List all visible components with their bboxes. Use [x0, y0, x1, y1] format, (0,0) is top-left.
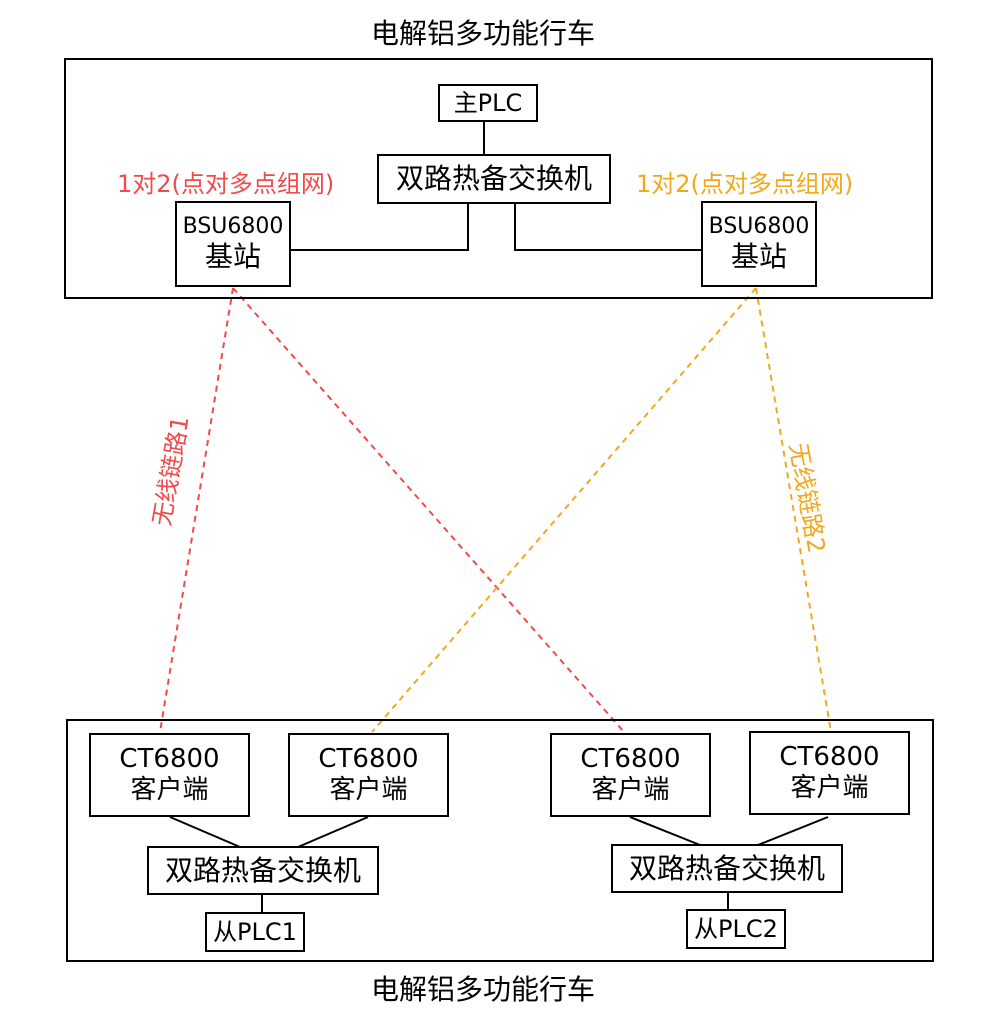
master-plc-box: 主PLC: [438, 84, 538, 122]
wireless-link1-to-client1: [159, 287, 234, 733]
client-2-model: CT6800: [318, 743, 419, 774]
top-switch-box: 双路热备交换机: [377, 154, 611, 204]
note-right: 1对2(点对多点组网): [636, 170, 854, 198]
top-switch-label: 双路热备交换机: [395, 162, 592, 196]
wire-client3-to-switch-right: [629, 816, 701, 846]
wire-switch-to-left-base: [290, 203, 469, 251]
base-station-left: BSU6800 基站: [175, 201, 291, 287]
client-3-label: 客户端: [591, 775, 670, 805]
slave-plc2-box: 从PLC2: [686, 909, 786, 949]
top-crane-frame: [64, 58, 933, 299]
bottom-switch-left: 双路热备交换机: [147, 846, 379, 895]
bottom-crane-frame: [66, 719, 934, 962]
client-box-2: CT6800 客户端: [288, 733, 449, 817]
wire-client1-to-switch-left: [169, 816, 241, 848]
wire-client4-to-switch-right: [757, 816, 829, 846]
base-left-model: BSU6800: [182, 214, 284, 239]
client-4-model: CT6800: [779, 741, 880, 772]
wire-switch-to-right-base: [514, 203, 702, 251]
client-1-label: 客户端: [130, 775, 209, 805]
bottom-switch-left-label: 双路热备交换机: [164, 853, 361, 887]
slave-plc2-label: 从PLC2: [694, 914, 778, 943]
slave-plc1-label: 从PLC1: [213, 917, 297, 946]
base-right-label: 基站: [730, 240, 787, 274]
client-box-1: CT6800 客户端: [89, 733, 250, 817]
note-left: 1对2(点对多点组网): [117, 170, 335, 198]
client-4-label: 客户端: [790, 773, 869, 803]
base-right-model: BSU6800: [708, 214, 810, 239]
bottom-switch-right: 双路热备交换机: [611, 844, 843, 893]
top-title: 电解铝多功能行车: [371, 17, 596, 50]
client-box-3: CT6800 客户端: [550, 733, 711, 817]
slave-plc1-box: 从PLC1: [205, 912, 305, 952]
bottom-switch-right-label: 双路热备交换机: [628, 851, 825, 885]
client-3-model: CT6800: [580, 743, 681, 774]
wire-client2-to-switch-left: [297, 816, 369, 848]
client-box-4: CT6800 客户端: [749, 731, 910, 815]
client-1-model: CT6800: [119, 743, 220, 774]
base-left-label: 基站: [204, 240, 261, 274]
bottom-title: 电解铝多功能行车: [371, 973, 596, 1006]
base-station-right: BSU6800 基站: [701, 201, 817, 287]
wireless-link2-to-client4: [755, 287, 832, 733]
wireless-link2-to-client2: [371, 287, 757, 733]
master-plc-label: 主PLC: [453, 88, 523, 117]
client-2-label: 客户端: [329, 775, 408, 805]
